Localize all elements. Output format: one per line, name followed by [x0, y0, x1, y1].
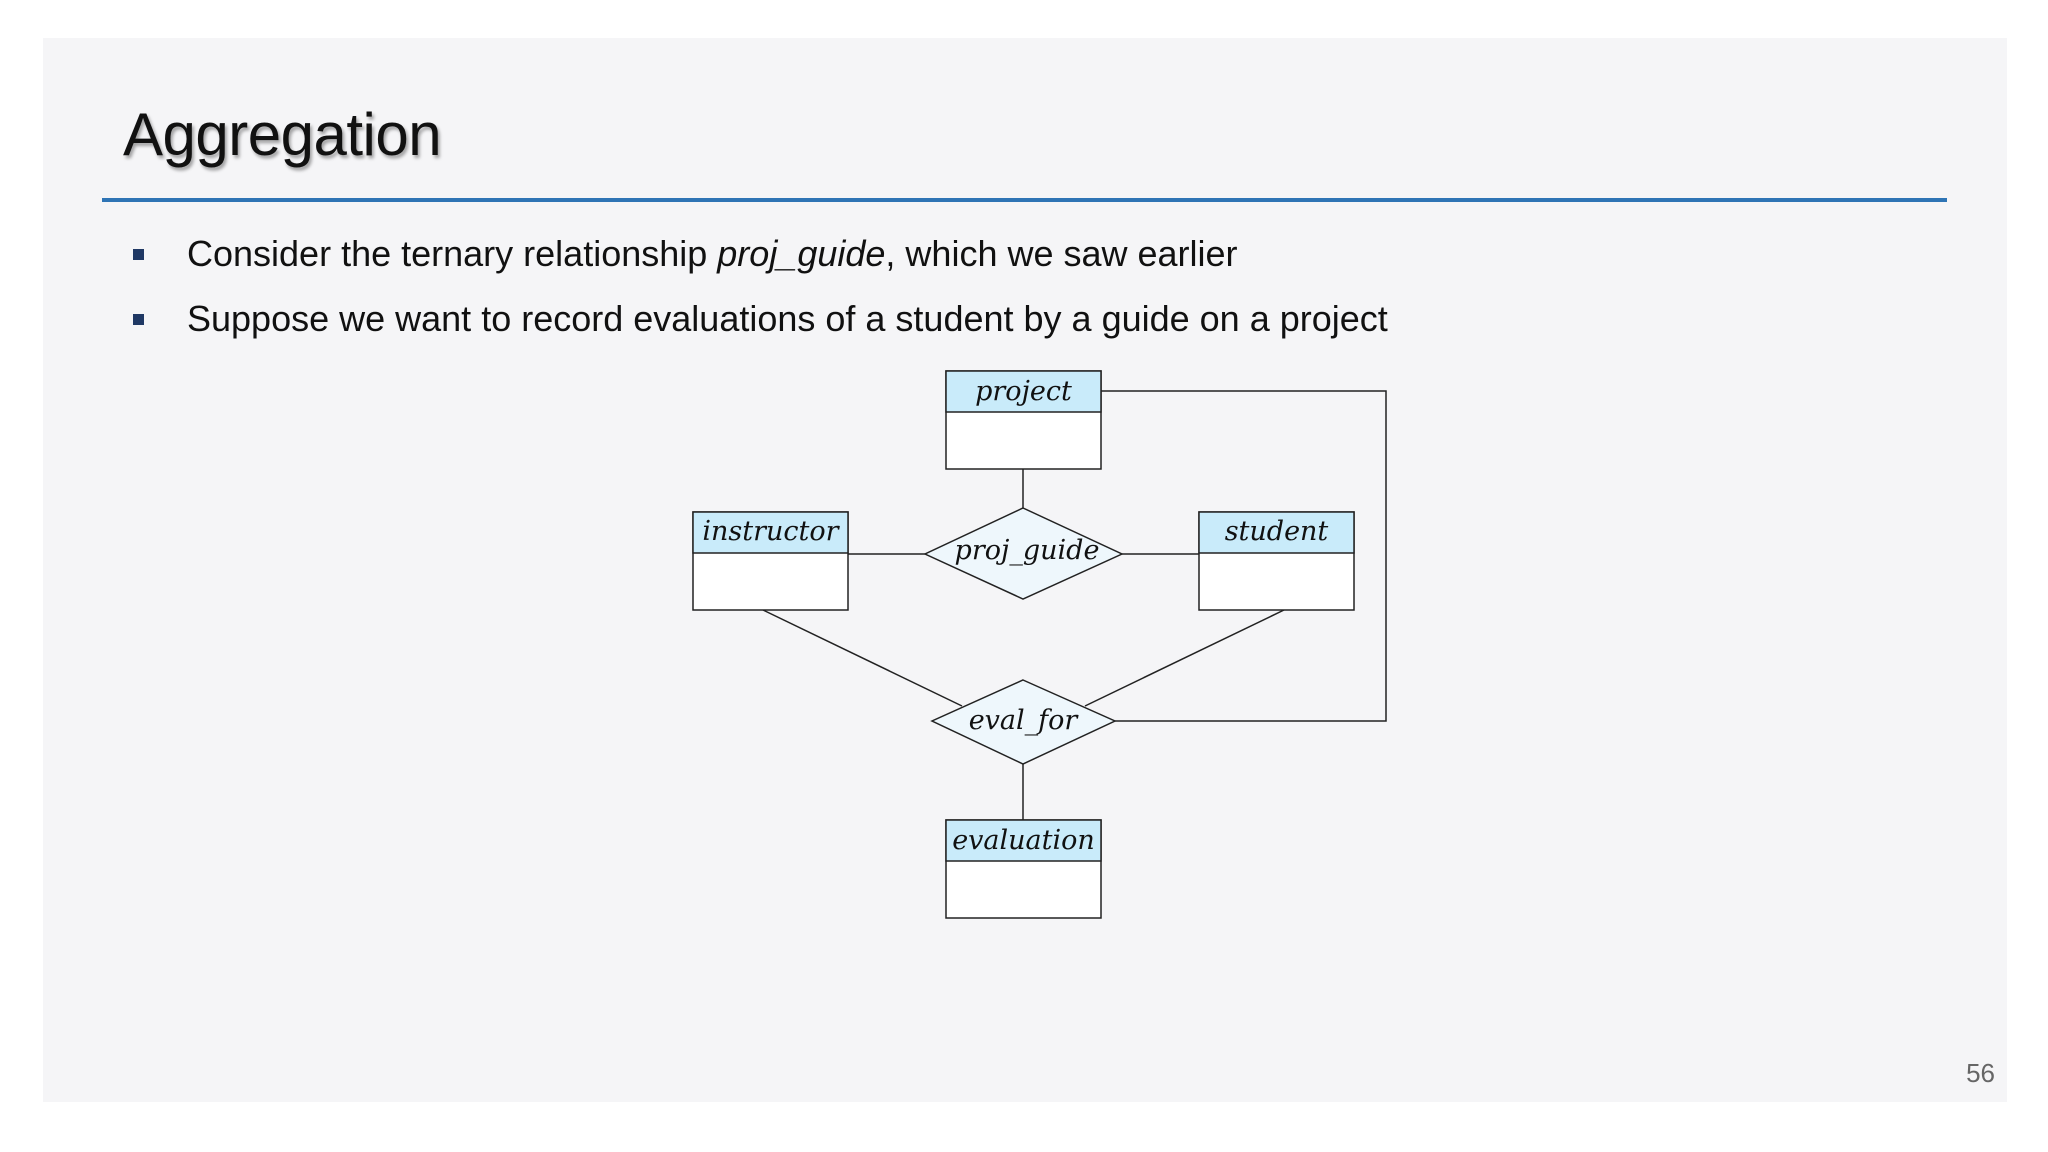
entity-label: instructor: [702, 516, 840, 547]
square-bullet-icon: [133, 249, 144, 260]
connector-lines: [762, 390, 1387, 820]
entity-student: student: [1198, 511, 1355, 611]
entity-label: project: [975, 376, 1072, 407]
entity-label: student: [1225, 516, 1329, 547]
bullet-emphasis: proj_guide: [717, 233, 886, 274]
page-number: 56: [1966, 1058, 1995, 1088]
relationship-label: eval_for: [969, 705, 1080, 736]
connector-project-eval-for: [1101, 390, 1387, 722]
connector-instructor-eval-for: [762, 609, 963, 707]
relationship-eval-for: eval_for: [930, 679, 1117, 765]
entity-evaluation: evaluation: [945, 819, 1102, 919]
entity-label: evaluation: [952, 825, 1095, 856]
relationship-label: proj_guide: [955, 535, 1100, 566]
bullet-text-end: , which we saw earlier: [885, 233, 1238, 274]
connector-student-eval-for: [1084, 609, 1285, 707]
relationship-proj-guide: proj_guide: [923, 507, 1124, 600]
square-bullet-icon: [133, 314, 144, 325]
slide: Aggregation Consider the ternary relatio…: [43, 38, 2007, 1102]
entity-project: project: [945, 370, 1102, 470]
slide-title: Aggregation: [123, 101, 442, 168]
entity-instructor: instructor: [692, 511, 849, 611]
bullet-text-start: Consider the ternary relationship: [187, 233, 718, 274]
bullet-text: Consider the ternary relationship proj_g…: [187, 233, 1238, 275]
title-divider: [102, 198, 1947, 202]
bullet-text: Suppose we want to record evaluations of…: [187, 298, 1388, 339]
